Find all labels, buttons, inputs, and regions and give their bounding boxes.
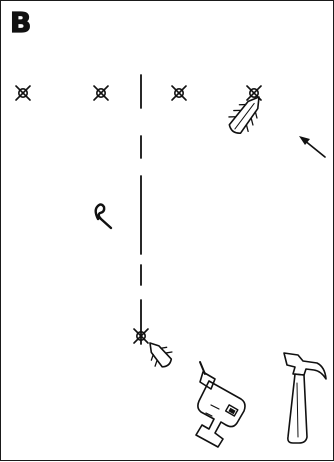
crosshair-icon (172, 86, 186, 100)
crosshair-icon (134, 329, 148, 343)
crosshair-icon (94, 86, 108, 100)
insert-arrow-icon (299, 136, 325, 157)
hook-icon (96, 205, 111, 229)
power-drill-icon (196, 362, 245, 447)
crosshair-icon (16, 86, 30, 100)
wall-plug-icon (224, 90, 269, 139)
hammer-icon (284, 353, 326, 443)
